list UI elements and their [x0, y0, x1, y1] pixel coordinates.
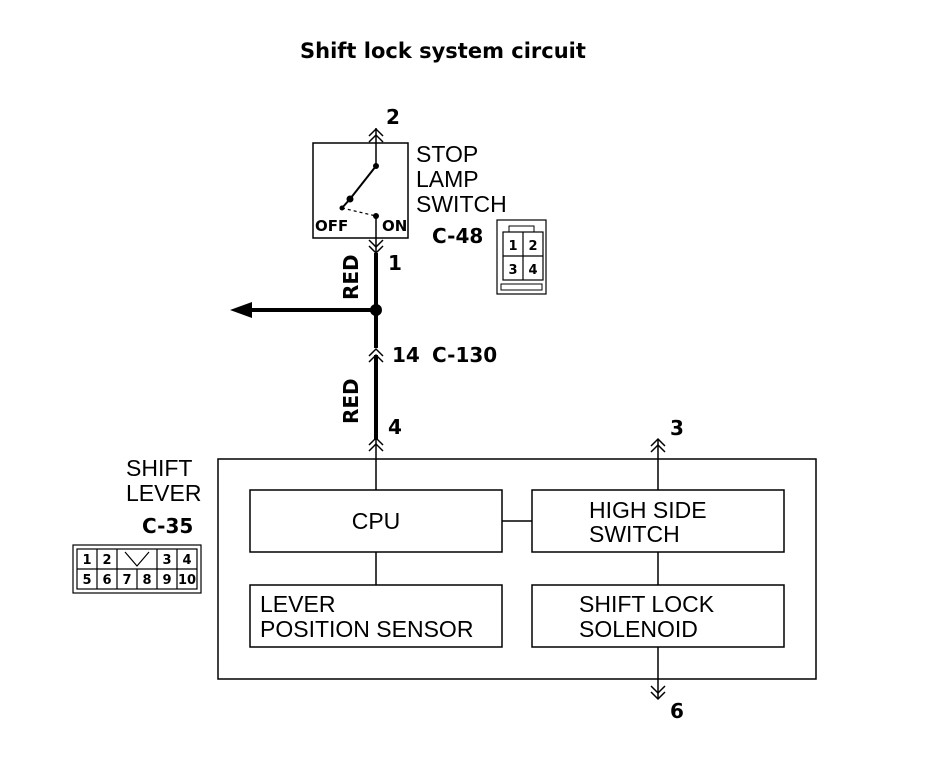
c35-pin: 2 [102, 553, 111, 568]
switch-on-label: ON [382, 217, 407, 235]
main-wire: 1 RED 14 C-130 RED 4 [230, 216, 497, 490]
branch-arrow-icon [230, 302, 252, 318]
c35-connector-label: C-35 [142, 514, 193, 538]
diagram-title: Shift lock system circuit [300, 39, 586, 63]
c48-connector-label: C-48 [432, 224, 483, 248]
connector-fork-icon [650, 685, 666, 695]
wire-color-lower: RED [339, 378, 363, 424]
c35-pin: 6 [102, 573, 111, 588]
c35-pin: 4 [182, 553, 191, 568]
stop-lamp-switch-label-2: LAMP [416, 166, 479, 192]
connector-fork-icon [650, 443, 666, 453]
c48-pin: 1 [508, 239, 517, 254]
lever-position-sensor-label-2: POSITION SENSOR [260, 616, 473, 642]
shift-lever-label-1: SHIFT [126, 455, 192, 481]
connector-fork-icon [368, 239, 384, 249]
terminal-1-label: 1 [388, 251, 402, 275]
terminal-3-label: 3 [670, 416, 684, 440]
connector-fork-icon [650, 437, 666, 447]
high-side-switch-label-1: HIGH SIDE [589, 497, 707, 523]
shift-lock-solenoid-label-2: SOLENOID [579, 616, 698, 642]
stop-lamp-switch-label-3: SWITCH [416, 191, 507, 217]
terminal-2-label: 2 [386, 105, 400, 129]
high-side-switch-label-2: SWITCH [589, 521, 680, 547]
terminal-6-label: 6 [670, 699, 684, 723]
cpu-label: CPU [352, 508, 401, 534]
c35-pin: 10 [178, 573, 196, 588]
stop-lamp-switch-label-1: STOP [416, 141, 478, 167]
shift-lever-box [217, 458, 817, 680]
connector-fork-icon [368, 127, 384, 137]
stop-lamp-switch: OFF ON STOP LAMP SWITCH C-48 2 [312, 105, 507, 248]
terminal-4-label: 4 [388, 415, 402, 439]
c48-outer [496, 219, 547, 295]
c130-pin-label: 14 [392, 343, 420, 367]
c35-pin: 8 [142, 573, 151, 588]
c35-pin: 7 [122, 573, 131, 588]
c48-pin: 3 [508, 263, 517, 278]
c48-connector-face: 1 2 3 4 [496, 219, 547, 295]
c35-key-mark [124, 551, 150, 567]
c48-pin: 4 [528, 263, 537, 278]
c35-pin: 1 [82, 553, 91, 568]
c35-pin: 3 [162, 553, 171, 568]
switch-dashed-link [341, 207, 377, 217]
switch-blade [349, 165, 377, 200]
shift-lever-unit: SHIFT LEVER C-35 CPU HIGH SIDE SWITCH LE… [126, 416, 817, 723]
c48-latch [508, 225, 535, 233]
wire-color-upper: RED [339, 254, 363, 300]
shift-lock-solenoid-label-1: SHIFT LOCK [579, 591, 715, 617]
connector-fork-icon [368, 347, 384, 357]
connector-fork-icon [650, 691, 666, 701]
c35-connector-face: 1 2 3 4 5 6 7 8 9 10 [72, 544, 202, 594]
c48-pin: 2 [528, 239, 537, 254]
c35-pin: 5 [82, 573, 91, 588]
c130-connector-label: C-130 [432, 343, 497, 367]
switch-off-label: OFF [315, 217, 348, 235]
c35-outer [72, 544, 202, 594]
lever-position-sensor-label-1: LEVER [260, 591, 335, 617]
c48-base [500, 283, 543, 291]
connector-fork-icon [368, 133, 384, 143]
shift-lever-label-2: LEVER [126, 480, 201, 506]
connector-fork-icon [368, 436, 384, 446]
stop-lamp-switch-box [312, 142, 409, 239]
c35-pin: 9 [162, 573, 171, 588]
